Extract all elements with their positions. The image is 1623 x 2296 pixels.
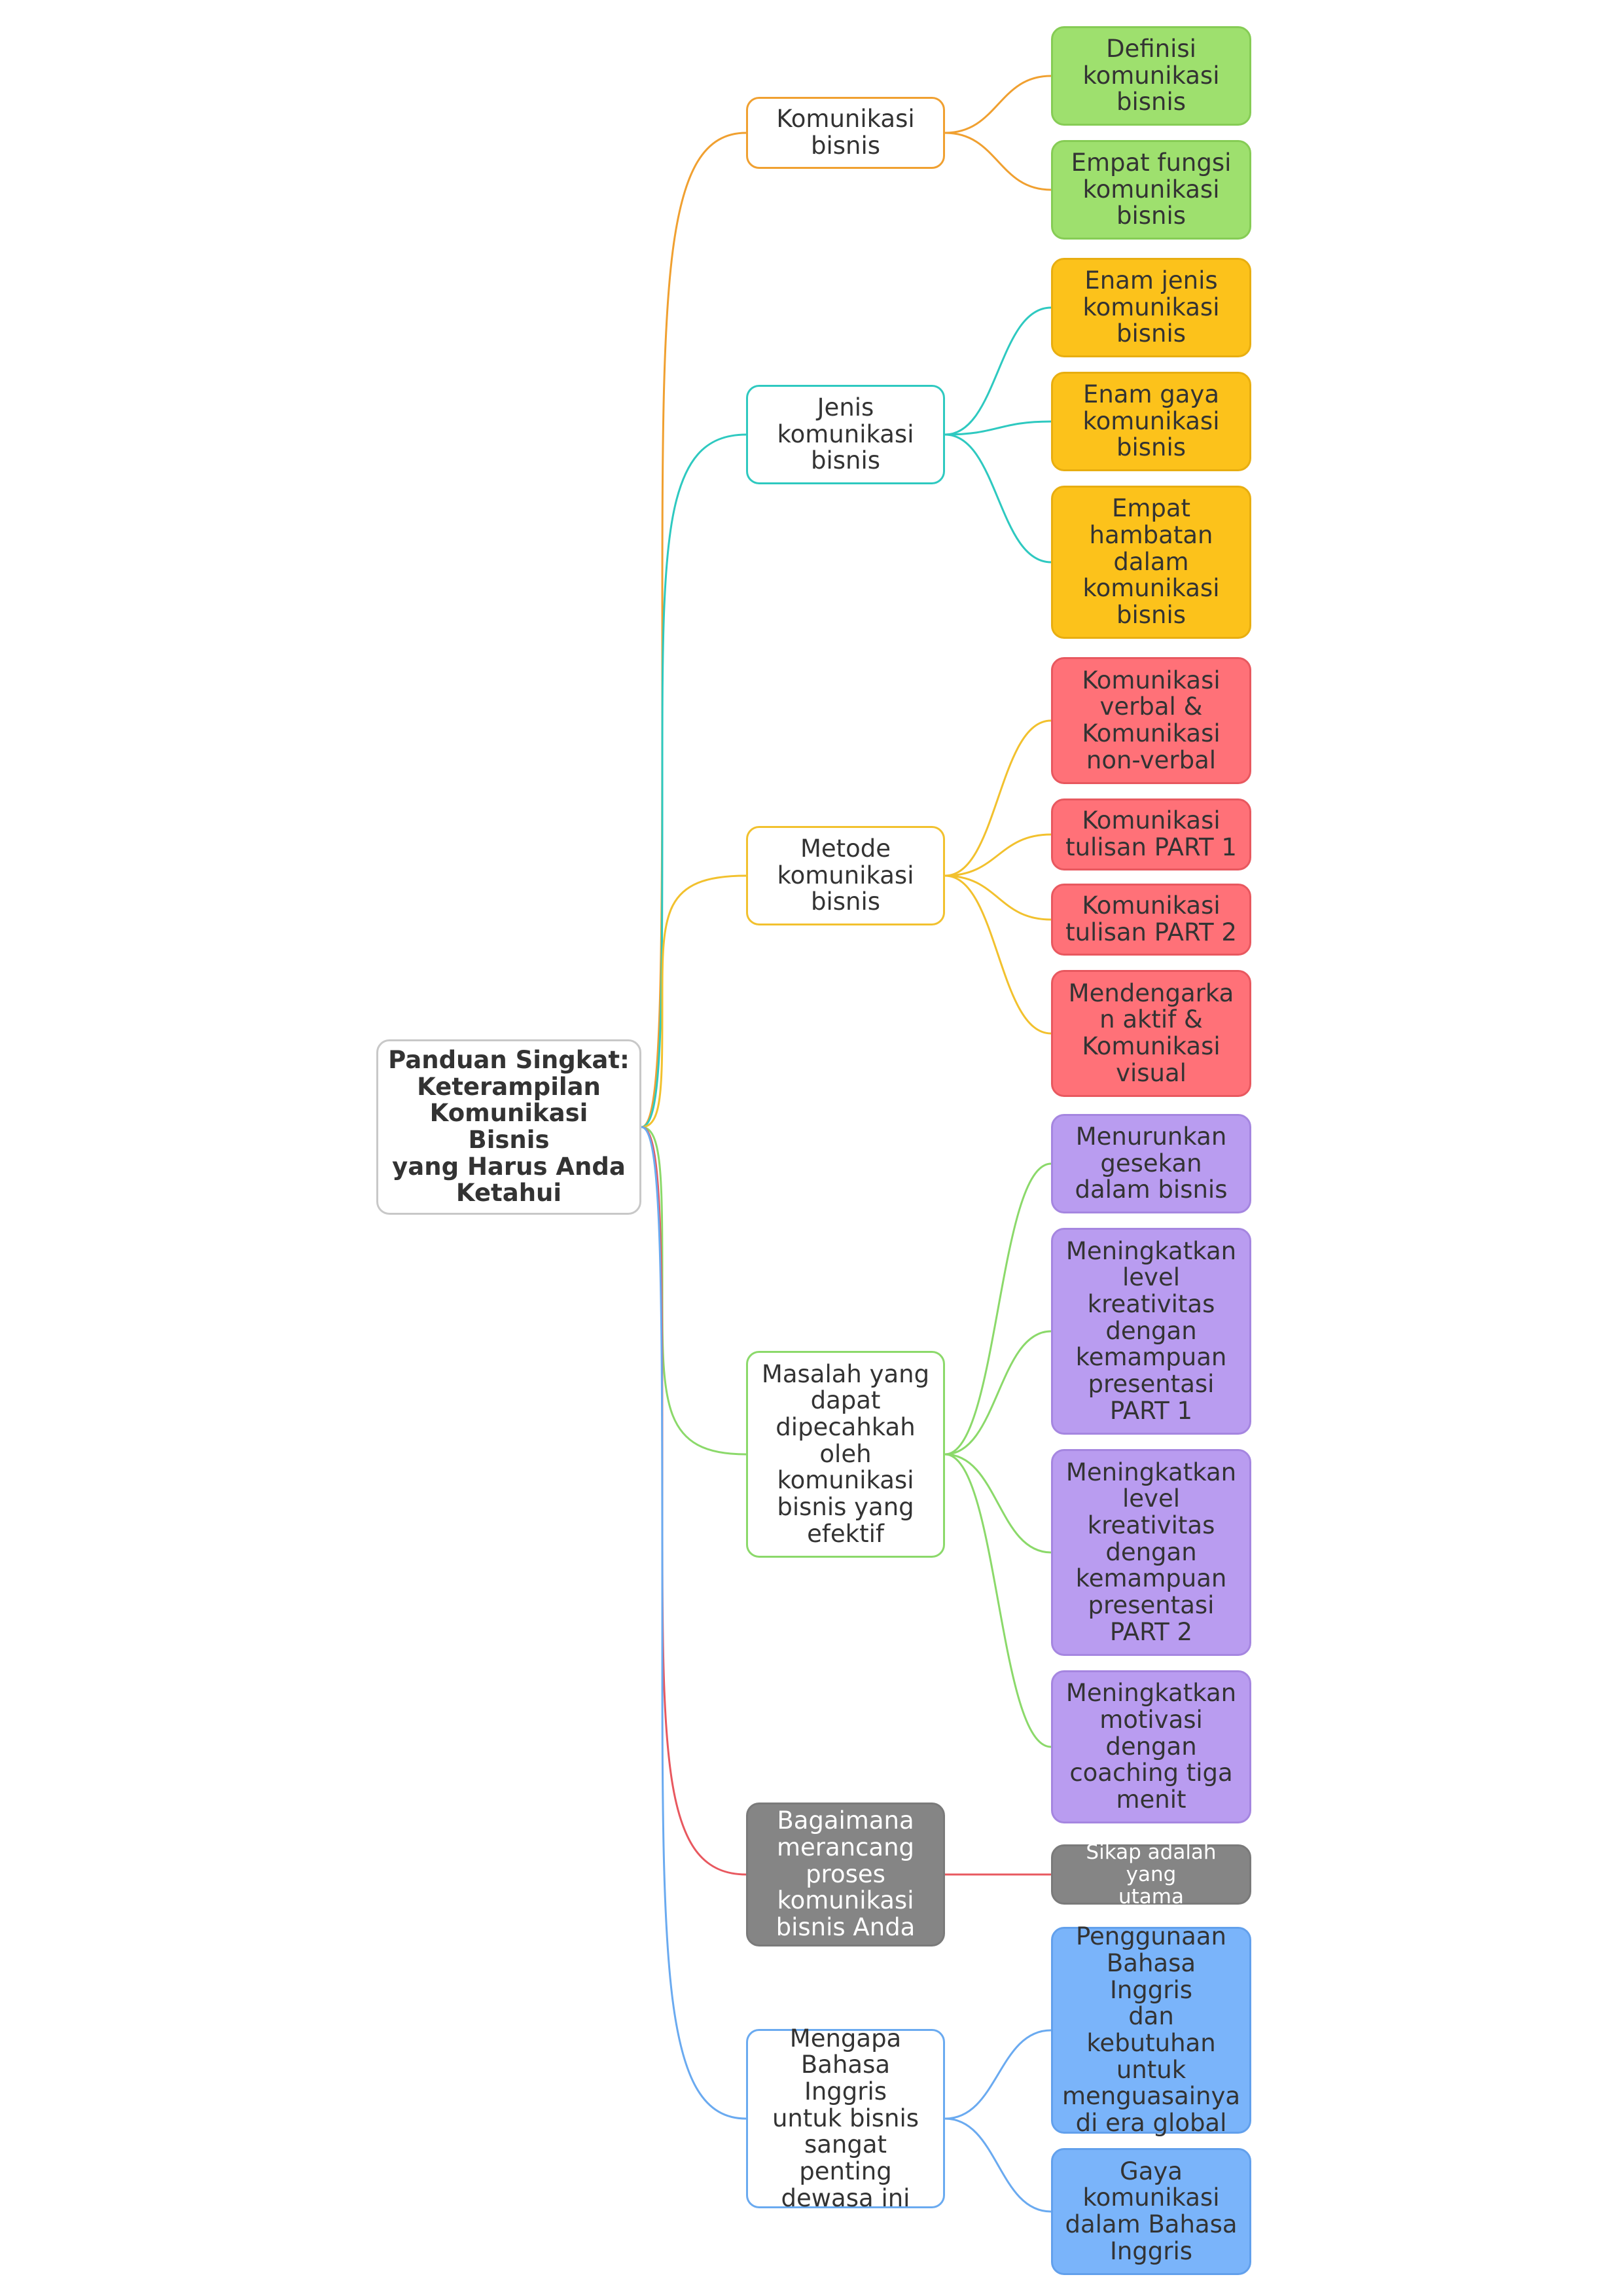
branch-komunikasi-bisnis[interactable]: Komunikasi bisnis <box>746 97 945 169</box>
branch-metode-komunikasi[interactable]: Metode komunikasi bisnis <box>746 826 945 925</box>
branch-merancang-proses[interactable]: Bagaimana merancang proses komunikasi bi… <box>746 1803 945 1946</box>
connector-branch-1-leaf-2 <box>944 132 1052 191</box>
leaf-empat-fungsi[interactable]: Empat fungsi komunikasi bisnis <box>1051 140 1251 240</box>
connector-root-branch-5 <box>641 1126 747 1876</box>
leaf-kreativitas-part2[interactable]: Meningkatkan level kreativitas dengan ke… <box>1051 1449 1251 1656</box>
connector-branch-2-leaf-3 <box>944 433 1052 564</box>
leaf-verbal-nonverbal[interactable]: Komunikasi verbal & Komunikasi non-verba… <box>1051 657 1251 784</box>
connector-branch-6-leaf-1 <box>944 2029 1052 2120</box>
leaf-enam-jenis[interactable]: Enam jenis komunikasi bisnis <box>1051 258 1251 357</box>
leaf-enam-gaya[interactable]: Enam gaya komunikasi bisnis <box>1051 372 1251 471</box>
connector-branch-3-leaf-1 <box>944 719 1052 877</box>
connector-branch-3-leaf-2 <box>944 833 1052 877</box>
branch-bahasa-inggris[interactable]: Mengapa Bahasa Inggris untuk bisnis sang… <box>746 2025 945 2212</box>
leaf-empat-hambatan[interactable]: Empat hambatan dalam komunikasi bisnis <box>1051 486 1251 639</box>
leaf-gaya-bahasa-inggris[interactable]: Gaya komunikasi dalam Bahasa Inggris <box>1051 2148 1251 2275</box>
branch-masalah[interactable]: Masalah yang dapat dipecahkah oleh komun… <box>746 1351 945 1558</box>
leaf-sikap-utama[interactable]: Sikap adalah yang utama <box>1051 1841 1251 1908</box>
connector-branch-2-leaf-1 <box>944 306 1052 436</box>
connector-root-branch-1 <box>641 132 747 1128</box>
connector-branch-3-leaf-3 <box>944 874 1052 921</box>
leaf-menurunkan-gesekan[interactable]: Menurunkan gesekan dalam bisnis <box>1051 1114 1251 1213</box>
leaf-motivasi-coaching[interactable]: Meningkatkan motivasi dengan coaching ti… <box>1051 1670 1251 1823</box>
connector-root-branch-2 <box>641 433 747 1128</box>
connector-branch-4-leaf-1 <box>944 1162 1052 1456</box>
leaf-definisi[interactable]: Definisi komunikasi bisnis <box>1051 26 1251 126</box>
connector-branch-6-leaf-2 <box>944 2117 1052 2213</box>
leaf-mendengarkan-visual[interactable]: Mendengarka n aktif & Komunikasi visual <box>1051 970 1251 1097</box>
leaf-tulisan-part1[interactable]: Komunikasi tulisan PART 1 <box>1051 798 1251 870</box>
leaf-tulisan-part2[interactable]: Komunikasi tulisan PART 2 <box>1051 884 1251 956</box>
connector-branch-3-leaf-4 <box>944 874 1052 1035</box>
connector-branch-1-leaf-1 <box>944 75 1052 134</box>
connector-branch-2-leaf-2 <box>944 420 1052 436</box>
root-topic[interactable]: Panduan Singkat: Keterampilan Komunikasi… <box>376 1039 641 1215</box>
connector-branch-4-leaf-3 <box>944 1453 1052 1554</box>
leaf-kreativitas-part1[interactable]: Meningkatkan level kreativitas dengan ke… <box>1051 1228 1251 1435</box>
branch-jenis-komunikasi[interactable]: Jenis komunikasi bisnis <box>746 385 945 484</box>
connector-root-branch-6 <box>641 1126 747 2120</box>
connector-branch-4-leaf-2 <box>944 1330 1052 1456</box>
leaf-penggunaan-bahasa-inggris[interactable]: Penggunaan Bahasa Inggris dan kebutuhan … <box>1051 1923 1251 2136</box>
connector-branch-4-leaf-4 <box>944 1453 1052 1748</box>
connector-root-branch-3 <box>641 874 747 1128</box>
